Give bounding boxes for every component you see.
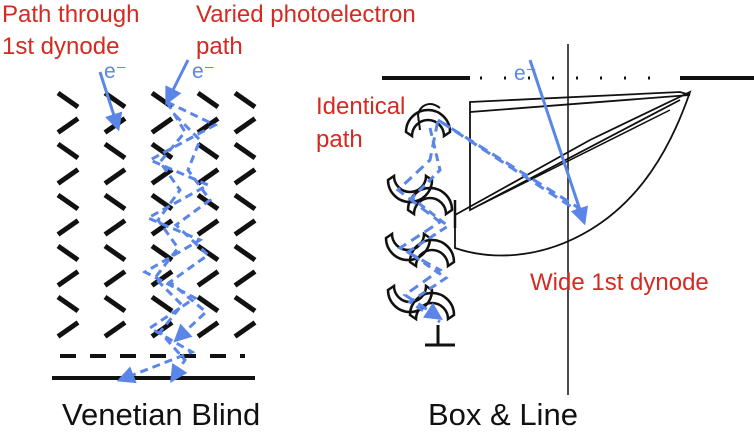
slat (196, 218, 220, 237)
slat (196, 320, 220, 339)
slat (233, 141, 257, 161)
linear-dynode-chain (384, 108, 456, 322)
slat (150, 218, 174, 237)
venetian-caption: Venetian Blind (62, 397, 260, 432)
slat (150, 141, 174, 161)
varied-entry-arrow (165, 59, 190, 106)
box-line-panel: e⁻ Identical path Wide 1st dynode Box & … (316, 44, 754, 432)
slat (196, 294, 220, 314)
path-first-label-line1: Path through (2, 1, 139, 28)
dynode-box-upper (469, 91, 691, 113)
dynode-cup (408, 238, 456, 269)
venetian-blind-panel: e⁻ e⁻ Path through 1st dynode Varied pho… (2, 1, 416, 432)
electron-label-left: e⁻ (104, 60, 127, 83)
dynode-box-rail-inner (479, 109, 671, 206)
slat (56, 320, 80, 339)
slat (56, 141, 80, 161)
focus-electrode (416, 103, 441, 131)
slat (150, 167, 174, 186)
box-line-caption: Box & Line (428, 397, 578, 432)
dynode-cup (384, 231, 432, 262)
slat (233, 116, 257, 135)
dynode-cup (406, 186, 454, 217)
slat (56, 269, 80, 288)
varied-path-b (153, 101, 188, 384)
slat (103, 218, 127, 237)
varied-label-line2: path (196, 33, 243, 60)
identical-label-line1: Identical (316, 93, 405, 120)
slat (233, 269, 257, 288)
slat (196, 90, 220, 110)
identical-path-back (437, 118, 583, 212)
slat (56, 218, 80, 237)
slat (103, 320, 127, 339)
slat (103, 294, 127, 314)
slat (103, 243, 127, 263)
slat (233, 243, 257, 263)
dynode-cup (386, 283, 434, 314)
slat (196, 116, 220, 135)
wide-first-label: Wide 1st dynode (530, 269, 709, 296)
slat (103, 141, 127, 161)
dynode-cup (404, 108, 452, 139)
slat (150, 294, 174, 314)
slat (233, 192, 257, 212)
incoming-electron-arrow (528, 59, 588, 226)
slat (103, 192, 127, 212)
slat (233, 218, 257, 237)
slat (150, 116, 174, 135)
slat (150, 269, 174, 288)
slat (56, 192, 80, 212)
slat (233, 90, 257, 110)
dynode-box-rail (469, 99, 681, 212)
wide-first-dynode (454, 90, 692, 257)
slat (233, 167, 257, 186)
slat (56, 90, 80, 110)
path-first-label-line2: 1st dynode (2, 33, 119, 60)
slat (103, 269, 127, 288)
slat (150, 243, 174, 263)
slat (56, 243, 80, 263)
slat (233, 294, 257, 314)
slat (56, 116, 80, 135)
varied-path-c (167, 113, 213, 343)
slat (233, 320, 257, 339)
identical-label-line2: path (316, 126, 363, 153)
slat (103, 167, 127, 186)
electron-label-right: e⁻ (514, 62, 537, 85)
slat (56, 294, 80, 314)
electron-label-mid: e⁻ (192, 60, 215, 83)
varied-path-a (116, 100, 219, 384)
first-dynode-path-arrow (98, 71, 123, 132)
slat (196, 269, 220, 288)
slat (196, 141, 220, 161)
identical-path-main (395, 117, 585, 320)
slat (56, 167, 80, 186)
varied-label-line1: Varied photoelectron (196, 1, 416, 28)
